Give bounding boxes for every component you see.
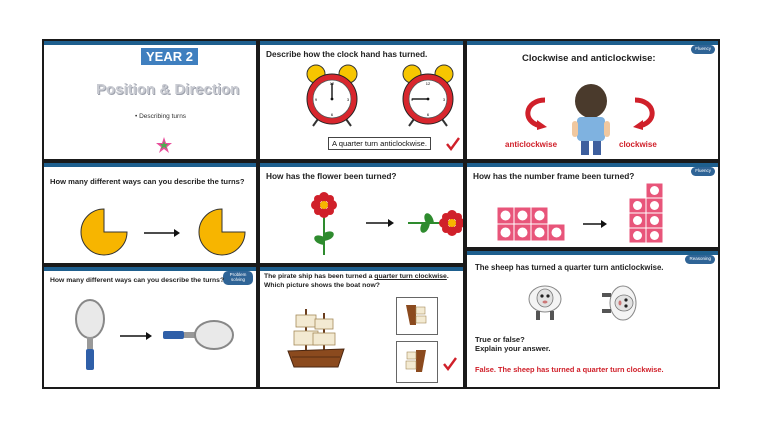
ship-question-line2: Which picture shows the boat now? bbox=[264, 281, 380, 289]
racket-upright-icon bbox=[75, 299, 105, 370]
ship-question-post: . bbox=[446, 273, 449, 280]
ship-option-b-icon bbox=[405, 350, 426, 372]
racket-arrow-icon bbox=[120, 332, 152, 340]
slide-frame[interactable]: Fluency How has the number frame been tu… bbox=[467, 163, 718, 247]
svg-text:9: 9 bbox=[315, 97, 318, 102]
flower-arrow-icon bbox=[366, 219, 394, 227]
pirate-ship-icon bbox=[287, 309, 345, 368]
pie-before-icon bbox=[80, 208, 128, 256]
slide-clockwise[interactable]: Fluency Clockwise and anticlockwise: ant… bbox=[467, 41, 718, 159]
problem-solving-badge: Problem solving bbox=[223, 271, 253, 285]
year-badge: YEAR 2 bbox=[141, 48, 198, 65]
clockwise-label: clockwise bbox=[619, 140, 657, 149]
clockwise-title: Clockwise and anticlockwise: bbox=[522, 53, 656, 64]
title-text: Position & Direction bbox=[96, 81, 240, 98]
svg-text:12: 12 bbox=[426, 81, 431, 86]
pie-after-icon bbox=[198, 208, 246, 256]
racket-question: How many different ways can you describe… bbox=[50, 277, 225, 284]
star-logo-icon bbox=[156, 137, 172, 153]
sheep-upright-icon bbox=[528, 285, 562, 320]
flower-turned-icon bbox=[408, 210, 463, 236]
slide-ship[interactable]: The pirate ship has been turned a quarte… bbox=[260, 267, 463, 387]
alarm-clock-right-icon: 12 3 6 9 bbox=[402, 64, 454, 127]
slide-pie[interactable]: How many different ways can you describe… bbox=[44, 163, 256, 263]
slide-flower[interactable]: How has the flower been turned? bbox=[260, 163, 463, 263]
sheep-turned-icon bbox=[602, 285, 637, 321]
fluency-badge: Fluency bbox=[691, 45, 715, 54]
racket-turned-icon bbox=[163, 320, 234, 350]
ship-question-link: quarter turn clockwise bbox=[374, 273, 447, 280]
sheep-prompt-line2: Explain your answer. bbox=[475, 344, 551, 354]
alarm-clock-left-icon: 12 3 6 9 bbox=[306, 64, 358, 127]
reasoning-badge: Reasoning bbox=[685, 255, 715, 264]
slide-clock[interactable]: Describe how the clock hand has turned. … bbox=[260, 41, 463, 159]
svg-text:3: 3 bbox=[443, 97, 446, 102]
ship-option-b[interactable] bbox=[396, 341, 438, 383]
sheep-answer: False. The sheep has turned a quarter tu… bbox=[475, 365, 664, 374]
ship-question: The pirate ship has been turned a quarte… bbox=[264, 273, 449, 291]
sheep-prompt: True or false? Explain your answer. bbox=[475, 335, 551, 354]
pie-question: How many different ways can you describe… bbox=[50, 177, 245, 186]
svg-text:3: 3 bbox=[347, 97, 350, 102]
tick-icon bbox=[446, 137, 460, 151]
slide-grid: YEAR 2 Position & Direction • Describing… bbox=[42, 39, 720, 389]
anticlockwise-arrow-icon bbox=[525, 97, 547, 130]
frame-arrow-icon bbox=[583, 220, 607, 228]
bullet-dot: • bbox=[135, 113, 140, 120]
slide-sheep[interactable]: Reasoning The sheep has turned a quarter… bbox=[467, 251, 718, 387]
frame-question: How has the number frame been turned? bbox=[473, 171, 635, 181]
anticlockwise-label: anticlockwise bbox=[505, 140, 558, 149]
clockwise-arrow-icon bbox=[633, 97, 655, 130]
ship-option-a-icon bbox=[406, 305, 427, 325]
clock-answer-box: A quarter turn anticlockwise. bbox=[328, 137, 431, 150]
number-frame-after-icon bbox=[628, 182, 664, 244]
bullet-item: • Describing turns bbox=[135, 113, 186, 120]
tick-icon bbox=[443, 357, 457, 371]
svg-text:6: 6 bbox=[331, 112, 334, 117]
clock-question: Describe how the clock hand has turned. bbox=[266, 49, 428, 59]
slide-racket[interactable]: Problem solving How many different ways … bbox=[44, 267, 256, 387]
flower-upright-icon bbox=[311, 192, 337, 255]
ship-option-a[interactable] bbox=[396, 297, 438, 335]
flower-question: How has the flower been turned? bbox=[266, 171, 397, 181]
bullet-text: Describing turns bbox=[139, 113, 187, 120]
child-icon bbox=[572, 84, 610, 155]
sheep-prompt-line1: True or false? bbox=[475, 335, 525, 344]
slide-title[interactable]: YEAR 2 Position & Direction • Describing… bbox=[44, 41, 256, 159]
fluency-badge: Fluency bbox=[691, 167, 715, 176]
ship-question-pre: The pirate ship has been turned a bbox=[264, 273, 375, 280]
sheep-question: The sheep has turned a quarter turn anti… bbox=[475, 263, 664, 272]
number-frame-before-icon bbox=[496, 206, 566, 242]
pie-arrow-icon bbox=[144, 229, 180, 237]
svg-text:6: 6 bbox=[427, 112, 430, 117]
